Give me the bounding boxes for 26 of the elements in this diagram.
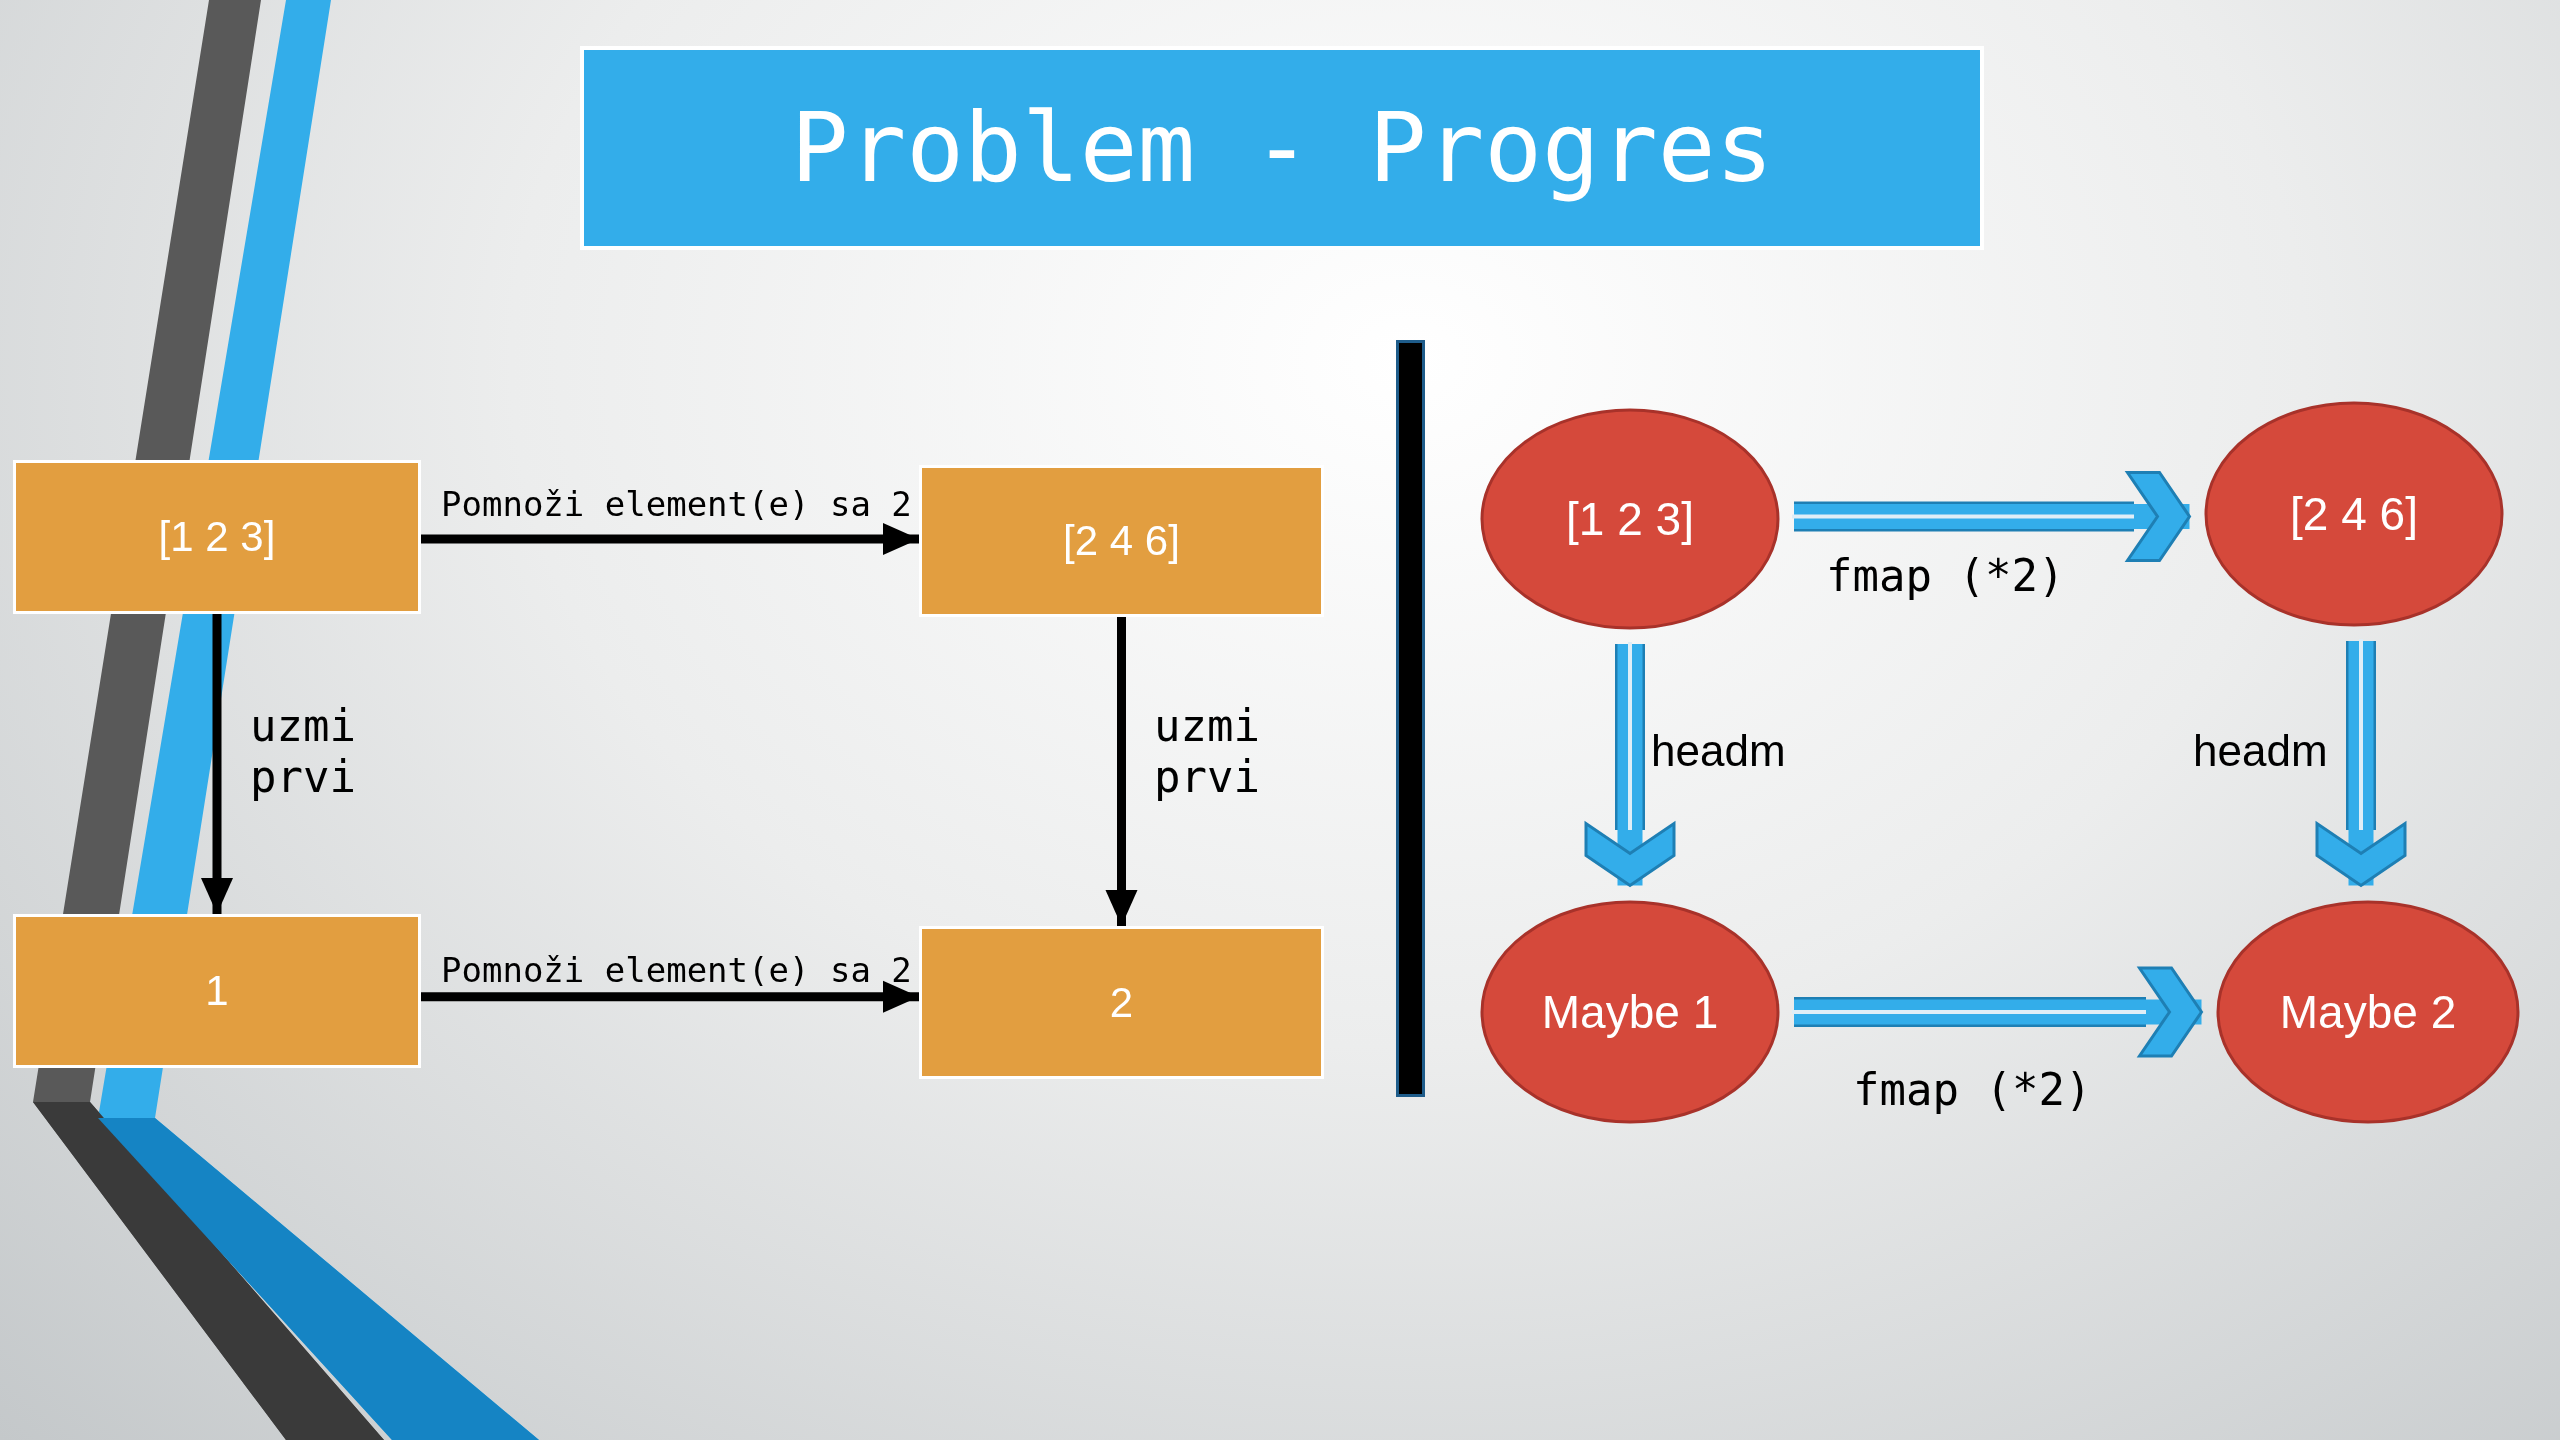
edge-label: headm <box>2193 726 2328 776</box>
edge-label: fmap (*2) <box>1826 550 2065 601</box>
edge-label: uzmi prvi <box>1154 700 1261 802</box>
value-box <box>13 460 421 614</box>
edge-label: Pomnoži element(e) sa 2 <box>441 950 912 990</box>
edge-label: headm <box>1651 726 1786 776</box>
node-label: [2 4 6] <box>1063 517 1180 565</box>
value-ellipse <box>1480 408 1780 630</box>
value-box <box>919 926 1324 1079</box>
value-ellipse <box>2216 900 2520 1124</box>
node-label: [2 4 6] <box>2290 487 2418 541</box>
value-ellipse <box>1480 900 1780 1124</box>
node-label: [1 2 3] <box>158 513 276 561</box>
edge-label: uzmi prvi <box>250 700 357 802</box>
edge-label: fmap (*2) <box>1853 1064 2092 1115</box>
node-label: 2 <box>1109 978 1134 1027</box>
value-box <box>919 465 1324 617</box>
value-ellipse <box>2204 401 2504 627</box>
edge-label: Pomnoži element(e) sa 2 <box>441 484 912 524</box>
node-label: [1 2 3] <box>1566 492 1694 546</box>
title: Problem - Progres <box>790 92 1774 204</box>
node-label: 1 <box>205 967 229 1015</box>
node-label: Maybe 2 <box>2279 985 2457 1039</box>
value-box <box>13 914 421 1068</box>
vertical-bar <box>1396 340 1425 1097</box>
node-label: Maybe 1 <box>1541 985 1719 1039</box>
